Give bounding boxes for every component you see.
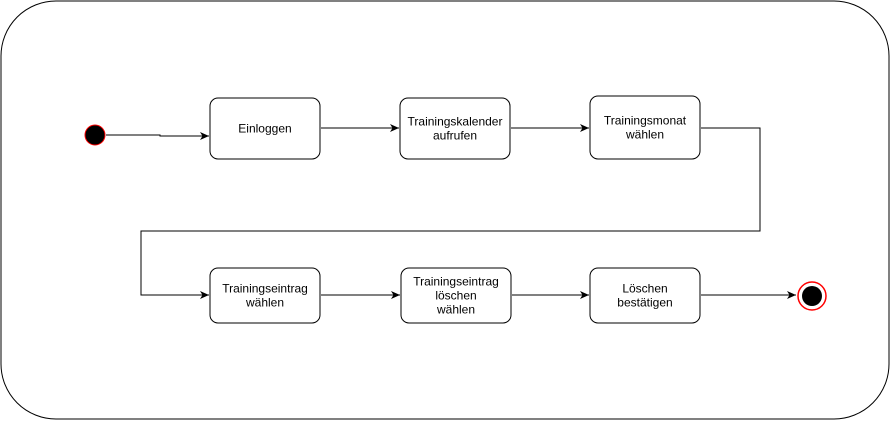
action-label-line: Trainingseintrag bbox=[413, 275, 499, 289]
action-box bbox=[400, 267, 512, 324]
action-box bbox=[589, 95, 701, 160]
action-label-line: wählen bbox=[245, 296, 284, 310]
action-label-line: Trainingseintrag bbox=[222, 282, 308, 296]
flow-arrow-start-to-login bbox=[106, 132, 209, 140]
flow-edges bbox=[106, 124, 796, 299]
action-label-line: Trainingskalender bbox=[408, 115, 503, 129]
action-box bbox=[209, 97, 321, 160]
final-node bbox=[797, 281, 827, 311]
action-label-line: wählen bbox=[436, 303, 475, 317]
flow-arrow-choose-month-to-choose-entry bbox=[140, 127, 761, 299]
action-login: Einloggen bbox=[209, 97, 321, 160]
action-box bbox=[589, 267, 701, 324]
action-label-line: Löschen bbox=[622, 282, 667, 296]
action-label-line: Trainingsmonat bbox=[604, 114, 687, 128]
action-box bbox=[209, 267, 321, 324]
action-label-line: Einloggen bbox=[238, 122, 291, 136]
initial-node bbox=[84, 124, 106, 146]
action-label-line: wählen bbox=[625, 128, 664, 142]
final-node-core bbox=[802, 286, 822, 306]
action-label-line: löschen bbox=[435, 289, 476, 303]
action-label-line: aufrufen bbox=[433, 129, 477, 143]
action-box bbox=[399, 97, 511, 160]
action-label-line: bestätigen bbox=[617, 296, 672, 310]
